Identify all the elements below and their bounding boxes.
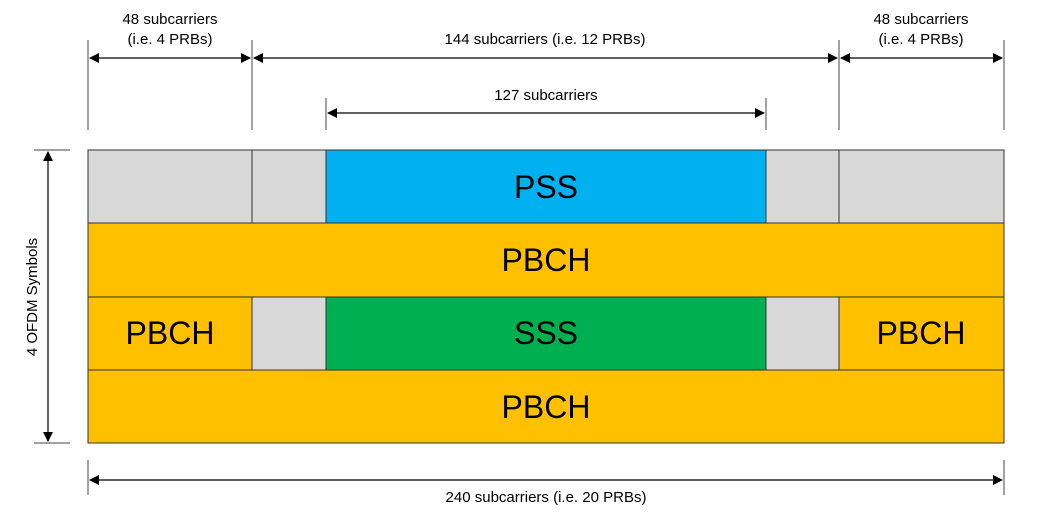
sss-block — [325, 296, 767, 371]
pss-label: PSS — [514, 169, 578, 205]
ofdm-symbols-label: 4 OFDM Symbols — [24, 238, 41, 356]
gray-cell-row1-right — [838, 149, 1005, 224]
left-band-label-line-1: 48 subcarriers — [122, 11, 217, 28]
pbch-label-symbol-3: PBCH — [502, 389, 591, 425]
sync-band-label: 127 subcarriers — [494, 87, 597, 104]
pbch-label-left: PBCH — [126, 315, 215, 351]
pbch-label-symbol-1: PBCH — [502, 242, 591, 278]
total-band-label: 240 subcarriers (i.e. 20 PRBs) — [446, 489, 647, 506]
pbch-block-symbol-1 — [87, 222, 1005, 298]
gray-cell-row1-left — [87, 149, 253, 224]
pbch-block-symbol-3 — [87, 369, 1005, 444]
gray-cell-row3-left-inner — [251, 296, 327, 371]
pss-block — [325, 149, 767, 224]
center-band-label: 144 subcarriers (i.e. 12 PRBs) — [445, 31, 646, 48]
left-band-label-line-2: (i.e. 4 PRBs) — [127, 31, 212, 48]
pbch-label-right: PBCH — [877, 315, 966, 351]
pbch-block-right — [838, 296, 1005, 371]
right-band-label-line-1: 48 subcarriers — [873, 11, 968, 28]
right-band-label-line-2: (i.e. 4 PRBs) — [878, 31, 963, 48]
sss-label: SSS — [514, 315, 578, 351]
gray-cell-row1-left-inner — [251, 149, 327, 224]
gray-cell-row1-right-inner — [765, 149, 840, 224]
gray-cell-row3-right-inner — [765, 296, 840, 371]
